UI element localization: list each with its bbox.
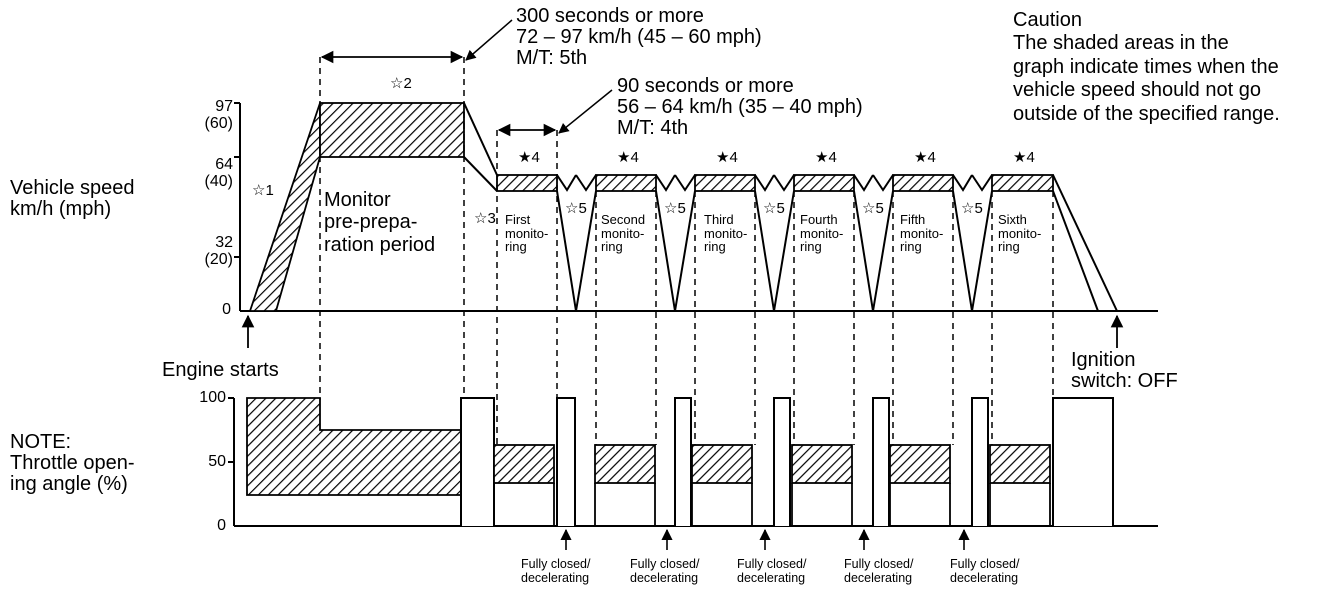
marker-star4-1: ★4 [518,149,540,166]
speed-axis-label: Vehicle speed km/h (mph) [10,177,135,220]
throttle-tick-50: 50 [208,453,226,470]
fully-closed-label-3: Fully closed/ decelerating [737,557,807,585]
caution-note: Caution The shaded areas in the graph in… [1013,9,1280,125]
fully-closed-label-4: Fully closed/ decelerating [844,557,914,585]
dashed-guides [319,57,1054,445]
prep-period-label: Monitor pre-prepa- ration period [324,189,436,256]
prep-shaded-band [319,102,465,158]
marker-star4-5: ★4 [914,149,936,166]
annotation-monitor-spec: 90 seconds or more 56 – 64 km/h (35 – 40… [617,75,863,139]
marker-star2: ☆2 [390,75,412,92]
monitoring-label-5: Fifth monito- ring [900,212,944,255]
monitoring-bands [496,174,1054,192]
marker-star4-3: ★4 [716,149,738,166]
monitoring-label-4: Fourth monito- ring [800,212,844,255]
marker-star1: ☆1 [252,182,274,199]
marker-star5-4: ☆5 [862,200,884,217]
monitoring-label-6: Sixth monito- ring [998,212,1042,255]
accel-shaded-band [248,102,321,312]
fully-closed-label-2: Fully closed/ decelerating [630,557,700,585]
marker-star4-2: ★4 [617,149,639,166]
tick-64: 64 (40) [204,156,233,190]
tick-32: 32 (20) [204,234,233,268]
throttle-prep-band [246,397,462,496]
tick-0: 0 [222,301,231,318]
throttle-full-blocks [460,397,1114,526]
marker-star4-6: ★4 [1013,149,1035,166]
marker-star4-4: ★4 [815,149,837,166]
marker-star5-3: ☆5 [763,200,785,217]
fully-closed-label-1: Fully closed/ decelerating [521,557,591,585]
tick-97: 97 (60) [204,98,233,132]
engine-starts-label: Engine starts [162,359,279,381]
monitoring-label-1: First monito- ring [505,212,549,255]
throttle-monitor-bands [493,444,1051,526]
throttle-axis-label: NOTE: Throttle open- ing angle (%) [10,431,135,495]
annotation-prep-spec: 300 seconds or more 72 – 97 km/h (45 – 6… [516,5,762,69]
monitoring-label-3: Third monito- ring [704,212,748,255]
fully-closed-label-5: Fully closed/ decelerating [950,557,1020,585]
marker-star5-5: ☆5 [961,200,983,217]
fully-closed-arrows [560,528,970,550]
throttle-tick-100: 100 [199,389,226,406]
ignition-off-label: Ignition switch: OFF [1071,349,1178,392]
marker-star3: ☆3 [474,210,496,227]
throttle-tick-0: 0 [217,517,226,534]
throttle-graph [228,397,1158,550]
marker-star5-2: ☆5 [664,200,686,217]
marker-star5-1: ☆5 [565,200,587,217]
speed-graph [234,19,1158,445]
monitoring-label-2: Second monito- ring [601,212,646,255]
decel-dips [556,174,993,312]
